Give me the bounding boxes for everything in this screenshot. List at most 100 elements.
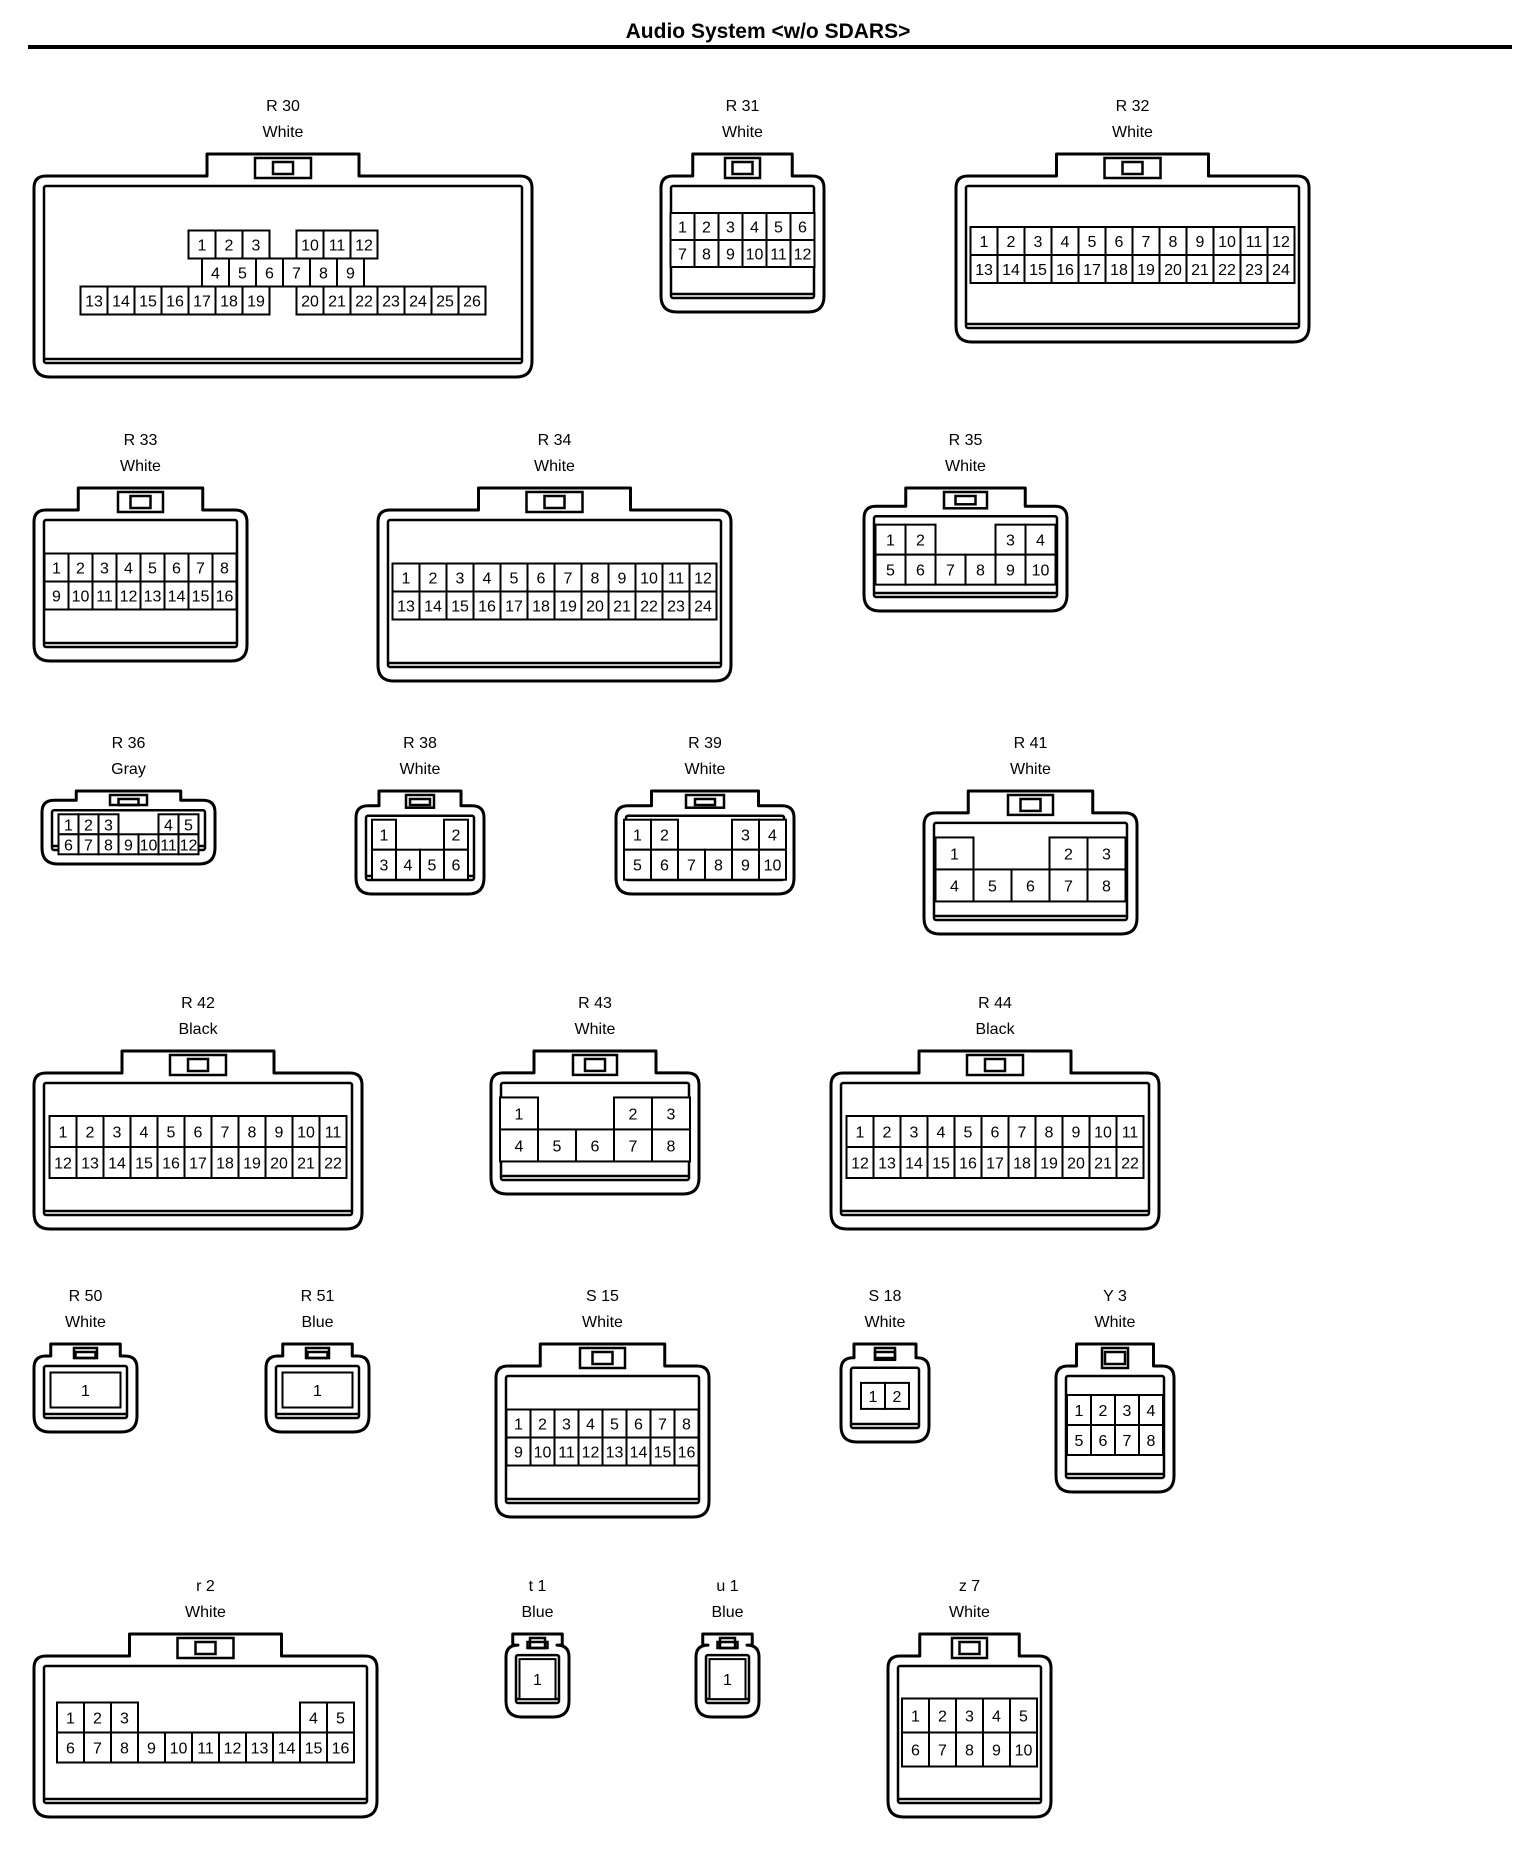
terminal-pin: 6 xyxy=(789,212,816,241)
pin-number: 7 xyxy=(946,563,955,580)
pin-number: 1 xyxy=(380,828,389,845)
terminal-pin: 6 xyxy=(163,552,190,583)
pin-number: 1 xyxy=(402,571,411,588)
terminal-pin: 1 xyxy=(505,1408,532,1439)
terminal-pin: 8 xyxy=(237,1115,267,1148)
pin-number: 16 xyxy=(162,1156,180,1173)
pin-number: 1 xyxy=(678,220,687,237)
pin-number: 5 xyxy=(238,266,247,283)
latch-tab xyxy=(129,494,152,510)
terminal-pin: 1 xyxy=(874,523,907,556)
terminal-pin: 4 xyxy=(982,1697,1011,1734)
pin-number: 12 xyxy=(694,571,712,588)
terminal-pin: 5 xyxy=(953,1115,983,1148)
terminal-pin: 13 xyxy=(79,285,109,316)
latch xyxy=(942,490,989,510)
terminal-pin: 5 xyxy=(623,848,652,881)
pin-number: 8 xyxy=(591,571,600,588)
pin-number: 8 xyxy=(120,1741,129,1758)
terminal-pin: 22 xyxy=(1115,1146,1145,1179)
pin-number: 10 xyxy=(534,1445,552,1462)
terminal-pin: 4 xyxy=(934,868,975,903)
pin-number: 7 xyxy=(1064,878,1073,895)
pin-number: 7 xyxy=(93,1741,102,1758)
terminal-pin: 11 xyxy=(765,239,792,268)
terminal-pin: 7 xyxy=(553,562,583,593)
pin-number: 19 xyxy=(1137,262,1155,279)
pin-number: 11 xyxy=(558,1445,575,1462)
connector-color: White xyxy=(1112,124,1153,141)
pin-number: 3 xyxy=(104,817,113,834)
pin-number: 20 xyxy=(1164,262,1182,279)
latch xyxy=(116,490,165,514)
pin-number: 8 xyxy=(319,266,328,283)
terminal-pin: 1 xyxy=(845,1115,875,1148)
pin-number: 3 xyxy=(456,571,465,588)
terminal-pin: 6 xyxy=(1104,226,1134,256)
pin-number: 3 xyxy=(910,1125,919,1142)
latch-tab xyxy=(731,160,754,176)
pin-number: 2 xyxy=(452,828,461,845)
terminal-pin: 13 xyxy=(75,1146,105,1179)
inner-frame xyxy=(896,1664,1043,1805)
pin-number: 8 xyxy=(714,858,723,875)
terminal-pin: 3 xyxy=(553,1408,580,1439)
latch xyxy=(253,156,313,180)
terminal-pin: 11 xyxy=(661,562,691,593)
pin-number: 7 xyxy=(292,266,301,283)
terminal-pin: 2 xyxy=(1048,836,1089,871)
terminal-pin: 5 xyxy=(228,257,257,288)
terminal-pin: 5 xyxy=(1077,226,1107,256)
pin-number: 19 xyxy=(1040,1156,1058,1173)
terminal-pin: 10 xyxy=(295,229,325,260)
pin-number: 6 xyxy=(798,220,807,237)
terminal-pin: 6 xyxy=(1010,868,1051,903)
terminal-pin: 10 xyxy=(758,848,787,881)
latch xyxy=(1103,156,1162,180)
latch-tab xyxy=(186,1057,210,1073)
pin-number: 16 xyxy=(166,294,184,311)
pin-number: 2 xyxy=(629,1106,638,1123)
latch xyxy=(578,1346,627,1370)
pin-number: 6 xyxy=(634,1417,643,1434)
terminal-pin: 2 xyxy=(83,1701,112,1734)
latch xyxy=(723,156,762,180)
pin-number: 3 xyxy=(726,220,735,237)
pin-number: 12 xyxy=(224,1741,242,1758)
terminal-pin: 3 xyxy=(731,818,760,851)
pin-number: 2 xyxy=(1007,234,1016,251)
terminal-pin: 16 xyxy=(673,1436,700,1467)
pin-number: 22 xyxy=(1218,262,1236,279)
connector-id: r 2 xyxy=(196,1578,215,1595)
connector-color: Blue xyxy=(301,1314,334,1331)
terminal-pin: 5 xyxy=(156,1115,186,1148)
pin-number: 2 xyxy=(225,238,234,255)
pin-number: 18 xyxy=(216,1156,234,1173)
pin-number: 6 xyxy=(172,561,181,578)
pin-number: 1 xyxy=(198,238,207,255)
terminal-pin: 7 xyxy=(1007,1115,1037,1148)
pin-number: 7 xyxy=(658,1417,667,1434)
pin-number: 15 xyxy=(192,589,210,606)
pin-number: 2 xyxy=(893,1389,902,1406)
terminal-pin: 20 xyxy=(580,590,610,621)
terminal-pin: 4 xyxy=(299,1701,328,1734)
pin-number: 13 xyxy=(975,262,993,279)
pin-number: 8 xyxy=(220,561,229,578)
pin-number: 1 xyxy=(64,817,73,834)
connector-housing: 1 xyxy=(32,1342,139,1434)
pin-number: 20 xyxy=(1067,1156,1085,1173)
pin-number: 6 xyxy=(66,1741,75,1758)
terminal-pin: 8 xyxy=(651,1128,691,1163)
connector-housing: 1 xyxy=(504,1632,571,1719)
terminal-pin: 22 xyxy=(1212,254,1242,284)
terminal-pin: 6 xyxy=(255,257,284,288)
pin-number: 7 xyxy=(629,1138,638,1155)
